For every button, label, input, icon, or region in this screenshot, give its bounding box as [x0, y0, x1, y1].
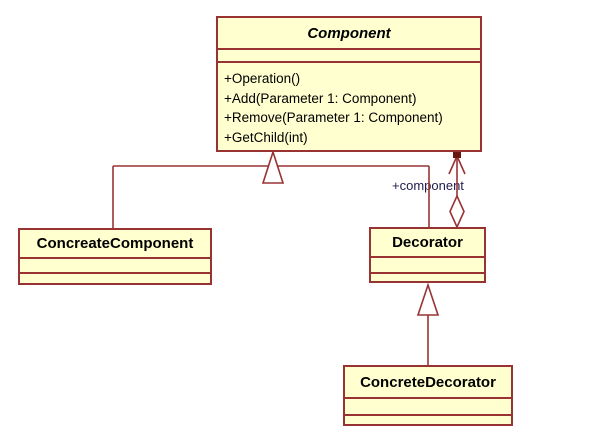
concrete-decorator-attributes-compartment: [345, 397, 511, 414]
concrete-decorator-methods-compartment: [345, 414, 511, 424]
concreate-component-methods-compartment: [20, 272, 210, 283]
class-box-decorator: Decorator: [369, 227, 486, 283]
component-methods-compartment: +Operation() +Add(Parameter 1: Component…: [218, 61, 480, 150]
generalization-connector-tree: [112, 165, 430, 229]
class-name-decorator: Decorator: [392, 234, 463, 251]
generalization-triangle-component: [261, 149, 285, 184]
method-operation: +Operation(): [224, 71, 301, 86]
generalization-triangle-decorator: [416, 282, 440, 316]
decorator-attributes-compartment: [371, 256, 484, 272]
concreate-component-attributes-compartment: [20, 257, 210, 272]
component-attributes-compartment: [218, 48, 480, 61]
class-box-component: Component +Operation() +Add(Parameter 1:…: [216, 16, 482, 152]
class-name-component: Component: [307, 24, 391, 42]
class-box-concreate-component: ConcreateComponent: [18, 228, 212, 285]
method-remove: +Remove(Parameter 1: Component): [224, 110, 443, 125]
class-box-concrete-decorator: ConcreteDecorator: [343, 365, 513, 426]
decorator-methods-compartment: [371, 272, 484, 281]
class-name-concrete-decorator: ConcreteDecorator: [360, 373, 496, 391]
class-name-concreate-component: ConcreateComponent: [36, 235, 194, 252]
connection-anchor-dot: [453, 151, 461, 158]
aggregation-role-label: +component: [392, 178, 464, 193]
open-arrowhead-icon: [448, 154, 466, 175]
method-getchild: +GetChild(int): [224, 129, 308, 145]
aggregation-diamond-icon: [449, 194, 465, 229]
method-add: +Add(Parameter 1: Component): [224, 90, 417, 106]
